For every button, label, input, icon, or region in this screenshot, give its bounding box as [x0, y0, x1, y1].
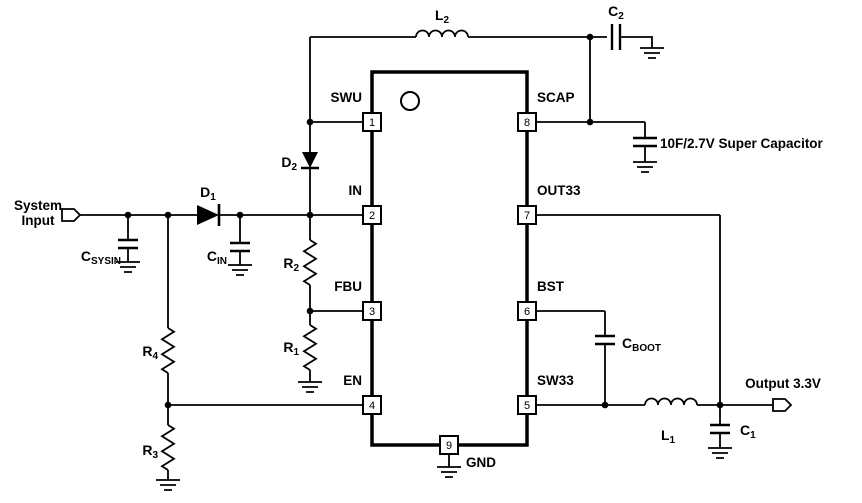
output-label: Output 3.3V [745, 376, 821, 391]
c1-label: C1 [740, 422, 756, 441]
capacitor-c-in [230, 241, 250, 253]
resistor-r4 [160, 327, 176, 374]
ground-symbol [633, 161, 657, 173]
pin-box-6 [517, 301, 537, 321]
pin-number-6: 6 [524, 306, 530, 318]
pin-box-4 [362, 395, 382, 415]
ground-symbol [298, 381, 322, 393]
junction-dot [306, 118, 314, 126]
inductor-l2 [415, 29, 469, 38]
resistor-r1 [302, 324, 318, 371]
pin-name-swu: SWU [331, 90, 363, 105]
system-input-terminal [61, 208, 82, 222]
junction-dot [306, 211, 314, 219]
junction-dot [306, 307, 314, 315]
pin-box-2 [362, 205, 382, 225]
junction-dot [601, 401, 609, 409]
pin-number-7: 7 [524, 210, 530, 222]
ic-body [370, 70, 529, 447]
capacitor-c-boot [595, 334, 615, 346]
junction-dot [124, 211, 132, 219]
pin-number-1: 1 [369, 117, 375, 129]
capacitor-c-sysin [118, 238, 138, 250]
c-boot-label: CBOOT [622, 335, 661, 354]
d1-label: D1 [200, 184, 216, 203]
junction-dot [716, 401, 724, 409]
pin-box-9 [439, 435, 459, 455]
pin-name-en: EN [343, 373, 362, 388]
c-sysin-label: CSYSIN [81, 248, 121, 267]
r3-label: R3 [142, 442, 158, 461]
capacitor-c1 [710, 423, 730, 435]
c2-label: C2 [608, 3, 624, 22]
resistor-r2 [302, 239, 318, 286]
junction-dot [586, 33, 594, 41]
super-capacitor-label: 10F/2.7V Super Capacitor [660, 136, 824, 151]
ground-symbol [708, 447, 732, 459]
pin-name-fbu: FBU [334, 279, 362, 294]
r2-label: R2 [283, 255, 299, 274]
junction-dot [164, 211, 172, 219]
capacitor-c2 [610, 24, 622, 50]
junction-dot [586, 118, 594, 126]
pin-number-4: 4 [369, 400, 375, 412]
r1-label: R1 [283, 339, 299, 358]
diode-d2-triangle [302, 152, 318, 168]
output-terminal [772, 398, 793, 412]
pin-name-in: IN [349, 183, 363, 198]
diode-d1 [197, 204, 221, 226]
pin-number-8: 8 [524, 117, 530, 129]
ground-symbol [116, 261, 140, 273]
system-input-label: Input [22, 213, 55, 228]
ground-symbol [437, 466, 461, 478]
pin-name-scap: SCAP [537, 90, 575, 105]
pin-box-5 [517, 395, 537, 415]
pin-number-2: 2 [369, 210, 375, 222]
diode-d1-triangle [197, 205, 219, 225]
wires [80, 36, 773, 480]
junction-dots [124, 33, 724, 409]
pin-number-9: 9 [446, 440, 452, 452]
pin-number-5: 5 [524, 400, 530, 412]
l1-label: L1 [661, 427, 676, 446]
diode-d2 [301, 152, 319, 170]
pin1-indicator-circle [400, 91, 420, 111]
l2-label: L2 [435, 7, 450, 26]
pin-name-out33: OUT33 [537, 183, 581, 198]
pin-boxes [362, 112, 537, 455]
junction-dot [164, 401, 172, 409]
junction-dot [236, 211, 244, 219]
c-in-label: CIN [207, 248, 227, 267]
r4-label: R4 [142, 343, 158, 362]
pin-box-7 [517, 205, 537, 225]
pin-box-8 [517, 112, 537, 132]
ground-symbol [228, 264, 252, 276]
pin-number-3: 3 [369, 306, 375, 318]
pin-name-gnd: GND [466, 455, 496, 470]
pin-box-1 [362, 112, 382, 132]
d2-label: D2 [281, 154, 297, 173]
system-input-label: System [14, 198, 62, 213]
super-capacitor [633, 136, 657, 148]
ground-symbol [156, 479, 180, 491]
inductor-l1 [644, 397, 698, 406]
pin-box-3 [362, 301, 382, 321]
ground-symbol [640, 47, 664, 59]
pin-name-sw33: SW33 [537, 373, 574, 388]
pin-name-bst: BST [537, 279, 565, 294]
resistor-r3 [160, 424, 176, 471]
